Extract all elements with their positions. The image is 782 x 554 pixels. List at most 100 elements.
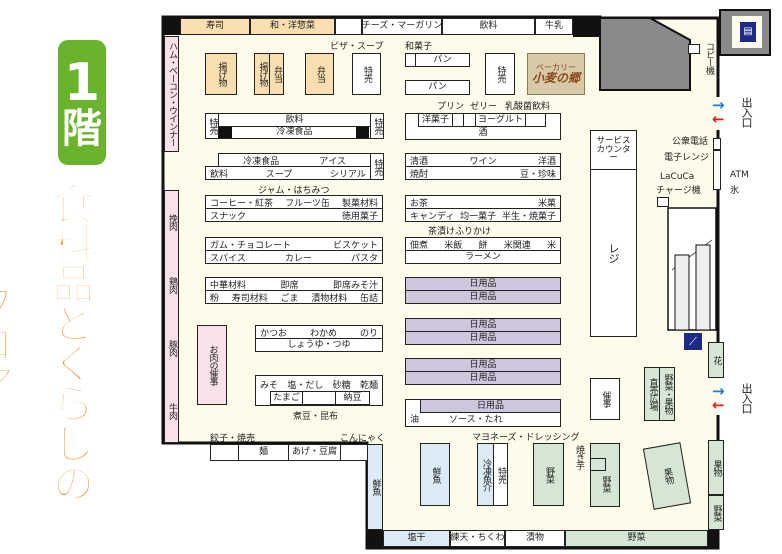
section-tofu: あげ・豆腐 bbox=[288, 444, 341, 461]
label: お茶 bbox=[410, 198, 429, 209]
aisle-frozen-ice-top: 冷凍食品 アイス bbox=[218, 153, 371, 167]
section-fried-food-2: 揚げ物 bbox=[254, 53, 270, 95]
aisle-bonito: かつおわかめのり bbox=[255, 325, 383, 339]
aisle-rice: 佃煮米飯餅米関連米 bbox=[405, 237, 561, 251]
label: 冷凍食品 bbox=[243, 156, 280, 167]
label: 即席 bbox=[280, 280, 299, 291]
section-special: 特売 bbox=[370, 113, 384, 139]
callout-lactic-drink: 乳酸菌飲料 bbox=[505, 102, 551, 112]
aisle-candy: キャンディ均一菓子半生・焼菓子 bbox=[405, 208, 561, 222]
exit-out-arrow-icon: ← bbox=[712, 110, 725, 128]
label: 均一菓子 bbox=[460, 211, 497, 222]
wall-block bbox=[708, 530, 718, 548]
section-gyoza bbox=[210, 444, 239, 461]
aisle-tea: お茶米菓 bbox=[405, 195, 561, 209]
section-fruit-wall: 果物 bbox=[708, 440, 724, 495]
aisle-daily-goods: 日用品 bbox=[405, 318, 561, 332]
section-fried-food: 揚げ物 bbox=[205, 53, 237, 95]
section-blank bbox=[335, 18, 362, 35]
entrance-label[interactable]: 出入口 bbox=[740, 97, 753, 127]
section-vegetables-2: 野菜 bbox=[590, 443, 620, 507]
copy-machine bbox=[688, 44, 700, 54]
label: 缶詰 bbox=[359, 293, 378, 304]
label: スパイス bbox=[210, 253, 246, 264]
aisle-daily-goods: 日用品 bbox=[405, 358, 561, 372]
callout-pizza-soup: ピザ・スープ bbox=[330, 42, 384, 52]
label-ice: 氷 bbox=[730, 186, 740, 196]
entrance-label[interactable]: 出入口 bbox=[740, 383, 753, 413]
lacuca-charge-machine[interactable] bbox=[657, 197, 669, 207]
section-meat-event: お肉の催事 bbox=[197, 325, 227, 405]
aisle-daily-goods: 日用品 bbox=[405, 277, 561, 291]
section-flowers: 花 bbox=[708, 342, 724, 378]
label: スープ bbox=[265, 169, 293, 180]
label: スナック bbox=[210, 211, 247, 222]
label-chicken: 鶏肉 bbox=[167, 277, 177, 294]
label: シリアル bbox=[329, 169, 366, 180]
floor-number: 1 bbox=[63, 52, 101, 113]
section-special-fish: 特売 bbox=[493, 443, 508, 506]
section-bento-2: 弁当 bbox=[305, 53, 334, 95]
label: みそ bbox=[260, 381, 279, 391]
pay-phone bbox=[713, 138, 721, 150]
section-yakiimo bbox=[590, 458, 606, 471]
label: 佃煮 bbox=[410, 240, 429, 251]
aisle-sake-wine: 清酒ワイン洋酒 bbox=[405, 153, 561, 167]
label-copy-machine: コピー機 bbox=[704, 42, 714, 74]
label-pay-phone: 公衆電話 bbox=[672, 137, 709, 147]
elevator-icon: ▤ bbox=[740, 22, 756, 42]
label: フルーツ缶 bbox=[285, 198, 330, 209]
callout-konnyaku: こんにゃく bbox=[340, 434, 386, 444]
service-counter[interactable]: サービスカウンター bbox=[590, 130, 637, 170]
label: 砂糖 bbox=[332, 381, 351, 391]
label: 米関連 bbox=[503, 240, 531, 251]
callout-jam: ジャム・はちみつ bbox=[258, 186, 330, 196]
floor-badge: 1 階 bbox=[58, 40, 106, 165]
label-atm[interactable]: ATM bbox=[730, 170, 749, 180]
bakery-label: ベーカリー bbox=[536, 63, 576, 72]
callout-jelly: ゼリー bbox=[470, 102, 498, 112]
label: 油 bbox=[410, 415, 420, 425]
section-fresh-fish: 鮮魚 bbox=[420, 443, 450, 506]
aisle-snacks: スナック徳用菓子 bbox=[205, 208, 383, 222]
callout-beans-kelp: 煮豆・昆布 bbox=[293, 412, 339, 422]
section-noodles: 麺 bbox=[238, 444, 289, 461]
section-direct-sales: 直売広場 bbox=[644, 367, 660, 421]
section-yogurt: ヨーグルト bbox=[475, 113, 526, 127]
aisle-soy-sauce: しょうゆ・つゆ bbox=[255, 338, 383, 352]
section-vegetables-wall: 野菜 bbox=[565, 530, 708, 547]
callout-wagashi: 和菓子 bbox=[405, 42, 433, 52]
label: 半生・焼菓子 bbox=[501, 211, 556, 222]
aisle-canned: 粉寿司材料ごま漬物材料缶詰 bbox=[205, 290, 383, 304]
label: 即席みそ汁 bbox=[332, 280, 378, 291]
label: 中華材料 bbox=[210, 280, 247, 291]
section-bento: 弁当 bbox=[269, 53, 284, 95]
label: カレー bbox=[284, 253, 312, 264]
section-dried-fish: 塩干 bbox=[383, 530, 450, 547]
aisle-chocolate: ガム・チョコレートビスケット bbox=[205, 237, 383, 251]
label: コーヒー・紅茶 bbox=[210, 198, 274, 209]
label: 焼酎 bbox=[410, 169, 429, 180]
section-bread: パン bbox=[415, 53, 470, 67]
callout-mayonnaise: マヨネーズ・ドレッシング bbox=[472, 433, 580, 443]
label: 製菓材料 bbox=[341, 198, 378, 209]
floor-kanji: 階 bbox=[62, 105, 102, 152]
aisle-spices: スパイスカレーパスタ bbox=[205, 250, 383, 264]
label-lacuca-charge: チャージ機 bbox=[656, 186, 701, 196]
section-cheese: チーズ・マーガリン bbox=[362, 18, 442, 35]
register: レジ bbox=[590, 169, 637, 337]
aisle-drinks-cereal: 飲料スープシリアル bbox=[205, 166, 371, 180]
label: 粉 bbox=[210, 293, 220, 304]
freezer-block bbox=[356, 127, 369, 138]
floor-subtitle: 食料品とくらしのフロア bbox=[0, 181, 96, 503]
section-fresh-fish-wall: 鮮魚 bbox=[367, 444, 383, 530]
label-beef: 牛肉 bbox=[167, 402, 177, 419]
label: アイス bbox=[319, 156, 346, 167]
label: ガム・チョコレート bbox=[210, 240, 292, 251]
freezer-block bbox=[219, 127, 232, 138]
section-veg-fruit: 野菜・果物 bbox=[659, 367, 675, 421]
label: のり bbox=[359, 328, 378, 339]
section-pickles: 漬物 bbox=[505, 530, 565, 547]
label: ワイン bbox=[469, 156, 497, 167]
bakery-shop: ベーカリー 小麦の郷 bbox=[527, 53, 585, 95]
